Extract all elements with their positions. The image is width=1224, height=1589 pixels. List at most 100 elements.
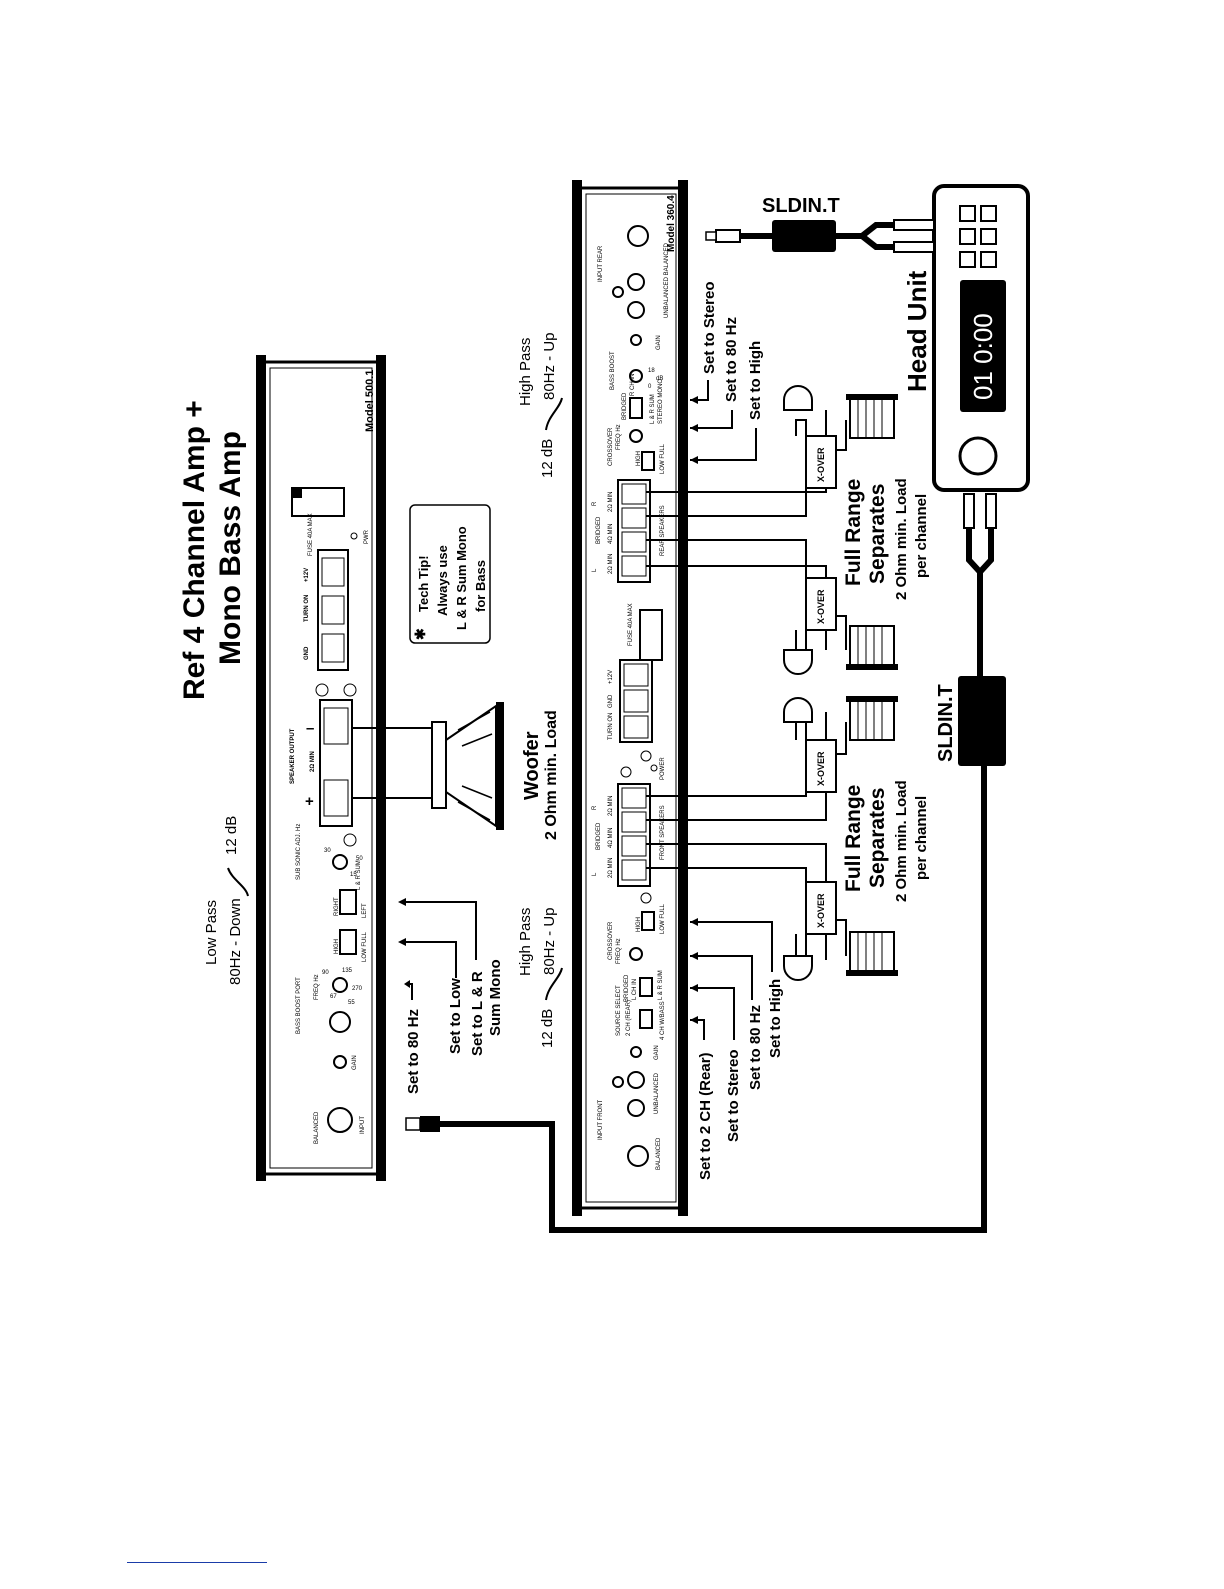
front-wire (646, 867, 807, 882)
mono-pwr-label: PWR (364, 529, 370, 544)
rear-settings: Set to Stereo Set to 80 Hz Set to High (690, 281, 764, 464)
mono-minus-sign: – (306, 720, 314, 737)
mono-bass-boost-port-icon[interactable] (329, 1011, 351, 1033)
quad-input-front-balanced-jack-icon[interactable] (627, 1145, 649, 1167)
mono-setting-sum-2: Sum Mono (487, 959, 504, 1036)
separates-rear-label: Full Range Separates 2 Ohm min. Load per… (842, 478, 930, 600)
tech-tip-box: ✱ Tech Tip! Always use L & R Sum Mono fo… (409, 504, 491, 644)
quad-rear-freq-knob-icon[interactable] (629, 429, 643, 443)
quad-rear-gain-label: GAIN (656, 335, 662, 350)
xover-box (805, 577, 837, 631)
mono-input-jack-icon[interactable] (327, 1107, 353, 1133)
mono-sum-switch[interactable] (339, 889, 357, 915)
xover-woofer-wire (836, 919, 847, 956)
quad-rear-terminal (621, 531, 647, 553)
high-pass-rear-annotation: High Pass 80Hz - Up 12 dB (517, 332, 563, 478)
quad-front-terminal (621, 835, 647, 857)
quad-rear-l-rca-icon[interactable] (612, 286, 624, 298)
head-unit-rca-bottom-icon (985, 493, 997, 529)
high-pass-front-label: High Pass (517, 908, 534, 976)
rear-freq-pointer (690, 410, 733, 429)
xover-box (805, 881, 837, 935)
xover-front-right: X-OVER (795, 721, 847, 793)
xover-rear-left: X-OVER (795, 577, 847, 651)
mono-speaker-terminal-minus (323, 707, 349, 745)
head-unit-button[interactable] (959, 205, 976, 222)
quad-input-rear-balanced-jack-icon[interactable] (627, 225, 649, 247)
quad-rear-gain-knob-icon[interactable] (630, 334, 642, 346)
low-pass-range: 80Hz - Down (227, 898, 244, 985)
mono-bass-boost-label: BASS BOOST PORT (296, 977, 302, 1034)
front-wire (646, 792, 807, 797)
quad-front-crossover-switch[interactable] (641, 911, 655, 931)
separates-front-line-1: Full Range (842, 785, 865, 892)
high-pass-rear-curve (545, 397, 563, 431)
quad-rear-channel-r: R (592, 501, 598, 506)
xover-label: X-OVER (816, 893, 826, 928)
mono-freq-value: 270 (352, 986, 363, 992)
mono-freq-value: 55 (348, 1000, 355, 1006)
head-unit-button[interactable] (980, 251, 997, 268)
mono-subsonic-value: 30 (324, 848, 331, 854)
quad-front-gain-knob-icon[interactable] (630, 1046, 642, 1058)
mono-speaker-terminal-plus (323, 779, 349, 817)
quad-rear-bridged-switch[interactable] (629, 397, 643, 419)
arrow-icon (690, 918, 698, 926)
mono-freq-knob-icon[interactable] (332, 977, 348, 993)
quad-front-bridged-label: BRIDGED (624, 974, 630, 1002)
quad-front-freq-knob-icon[interactable] (629, 947, 643, 961)
mono-input-label: INPUT (360, 1116, 366, 1134)
woofer-magnet (431, 721, 447, 809)
quad-front-bridged-switch[interactable] (639, 977, 653, 997)
mono-terminal-turn-on-label: TURN ON (304, 595, 310, 622)
quad-front-low-full-label: LOW FULL (660, 903, 666, 934)
head-unit-button[interactable] (959, 251, 976, 268)
mono-subsonic-value: 15 (350, 872, 357, 878)
head-unit-button[interactable] (980, 205, 997, 222)
mono-pwr-led-icon (350, 532, 358, 540)
sldin-bottom-label: SLDIN.T (935, 684, 957, 762)
quad-bass-boost-unit: dB (656, 376, 663, 382)
mono-subsonic-knob-icon[interactable] (332, 854, 348, 870)
rear-wire (646, 488, 807, 517)
quad-front-terminal (621, 859, 647, 881)
quad-rear-bridged-terminal-label: BRIDGED (596, 516, 602, 544)
mono-fuse-label: FUSE 40A MAX (308, 513, 314, 556)
woofer-name: Woofer (521, 731, 543, 800)
separates-rear-line-2: Separates (866, 484, 889, 584)
xover-rear-right: X-OVER (795, 419, 847, 489)
arrow-icon (398, 938, 406, 946)
mono-crossover-switch[interactable] (339, 929, 357, 955)
quad-front-r-rca-icon[interactable] (627, 1071, 645, 1089)
front-setting-source-select: Set to 2 CH (Rear) (697, 1052, 714, 1180)
mono-fuse-clip (292, 488, 302, 498)
rear-setting-freq: Set to 80 Hz (723, 317, 740, 402)
quad-rear-r-rca-icon[interactable] (627, 273, 645, 291)
quad-rear-low-full-label: LOW FULL (660, 443, 666, 474)
mono-setting-freq: Set to 80 Hz (405, 1009, 422, 1094)
quad-rear-ohm-label: 4Ω MIN (608, 524, 614, 545)
quad-power-led-icon (650, 764, 658, 772)
mono-sum-pointer (400, 901, 477, 960)
quad-input-rear-label: INPUT REAR (598, 245, 604, 282)
head-unit-button[interactable] (959, 228, 976, 245)
rear-source-pointer (690, 380, 709, 401)
quad-front-l-rca-icon[interactable] (627, 1099, 645, 1117)
quad-bass-boost-knob-icon[interactable] (629, 369, 643, 383)
footer-rule (127, 1562, 267, 1563)
head-unit-button[interactable] (980, 228, 997, 245)
mono-gain-knob-icon[interactable] (333, 1055, 347, 1069)
quad-front-ohm-label: 4Ω MIN (608, 828, 614, 849)
mono-screw-icon (343, 833, 357, 847)
woofer-load: 2 Ohm min. Load (543, 710, 560, 840)
quad-front-speakers-label: FRONT SPEAKERS (660, 805, 666, 860)
head-unit-volume-knob[interactable] (958, 436, 998, 476)
front-mode-pointer (690, 987, 735, 1040)
sldin-top-cable (860, 233, 894, 250)
mono-crossover-high-label: HIGH (334, 939, 340, 954)
mono-speaker-output-label: SPEAKER OUTPUT (290, 728, 296, 784)
quad-source-select-switch[interactable] (639, 1009, 653, 1029)
quad-rear-crossover-label: CROSSOVER (608, 427, 614, 466)
quad-rear-l-rca-icon[interactable] (627, 301, 645, 319)
quad-rear-crossover-switch[interactable] (641, 451, 655, 471)
